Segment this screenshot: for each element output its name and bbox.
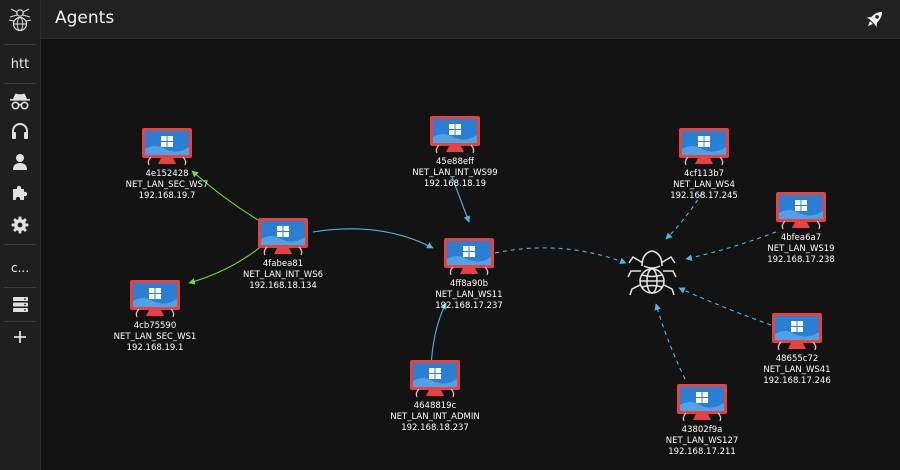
sidebar-item-collapsed[interactable]: c... bbox=[10, 261, 30, 275]
windows-monitor-icon bbox=[776, 192, 826, 230]
edge-ws6-ws1 bbox=[188, 244, 264, 285]
sidebar-item-servers[interactable] bbox=[0, 289, 40, 319]
agent-ip: 192.168.18.134 bbox=[249, 281, 317, 291]
agent-id: 4648819c bbox=[413, 401, 457, 411]
sidebar-divider bbox=[4, 83, 36, 84]
edge-ws41-server bbox=[678, 287, 772, 326]
edge-ws19-server bbox=[685, 231, 777, 261]
edge-ws127-server bbox=[654, 303, 686, 380]
agent-node[interactable]: 45e88eff NET_LAN_INT_WS99 192.168.18.19 bbox=[385, 115, 525, 190]
agent-hostname: NET_LAN_SEC_WS1 bbox=[113, 332, 197, 342]
agent-ip: 192.168.17.211 bbox=[668, 447, 736, 457]
agent-node[interactable]: 43802f9a NET_LAN_WS127 192.168.17.211 bbox=[632, 383, 772, 458]
agent-ip: 192.168.18.237 bbox=[401, 423, 469, 433]
sidebar-item-users[interactable] bbox=[0, 146, 40, 176]
agent-id: 4cb75590 bbox=[133, 321, 177, 331]
agent-id: 43802f9a bbox=[681, 425, 723, 435]
agent-id: 4cf113b7 bbox=[683, 169, 725, 179]
sidebar-item-settings[interactable] bbox=[0, 210, 40, 240]
sidebar-item-htt[interactable]: htt bbox=[10, 56, 30, 72]
agent-node[interactable]: 48655c72 NET_LAN_WS41 192.168.17.246 bbox=[727, 312, 867, 387]
gear-icon bbox=[11, 216, 29, 234]
agent-id: 4fabea81 bbox=[262, 259, 304, 269]
sidebar-add-button[interactable] bbox=[0, 322, 40, 352]
windows-monitor-icon bbox=[142, 128, 192, 166]
windows-monitor-icon bbox=[677, 384, 727, 422]
agent-node[interactable]: 4cf113b7 NET_LAN_WS4 192.168.17.245 bbox=[634, 127, 774, 202]
agent-ip: 192.168.17.246 bbox=[763, 376, 831, 386]
agent-ip: 192.168.17.237 bbox=[435, 301, 503, 311]
sidebar-divider bbox=[4, 244, 36, 245]
plus-icon bbox=[14, 331, 26, 343]
rocket-icon bbox=[866, 11, 883, 28]
agent-hostname: NET_LAN_INT_ADMIN bbox=[390, 412, 480, 422]
spider-globe-icon bbox=[627, 250, 677, 296]
agent-id: 4ff8a90b bbox=[449, 279, 489, 289]
windows-monitor-icon bbox=[679, 128, 729, 166]
edge-ws99-ws11 bbox=[451, 176, 470, 223]
server-stack-icon bbox=[12, 296, 28, 312]
agent-id: 4bfea6a7 bbox=[780, 233, 822, 243]
puzzle-icon bbox=[13, 185, 28, 200]
agent-id: 4e152428 bbox=[145, 169, 189, 179]
sidebar-divider bbox=[4, 321, 36, 322]
sidebar: htt bbox=[0, 0, 41, 470]
windows-monitor-icon bbox=[410, 360, 460, 398]
agent-hostname: NET_LAN_WS4 bbox=[673, 180, 735, 190]
agent-node[interactable]: 4e152428 NET_LAN_SEC_WS7 192.168.19.7 bbox=[97, 127, 237, 202]
agent-hostname: NET_LAN_WS19 bbox=[767, 244, 835, 254]
edge-ws6-ws7 bbox=[191, 170, 264, 224]
agent-ip: 192.168.17.238 bbox=[767, 255, 835, 265]
spider-globe-logo bbox=[8, 8, 32, 32]
agent-ip: 192.168.17.245 bbox=[670, 191, 738, 201]
agent-hostname: NET_LAN_SEC_WS7 bbox=[125, 180, 209, 190]
brand-logo[interactable] bbox=[0, 6, 40, 36]
teamserver-node[interactable] bbox=[627, 245, 677, 305]
sidebar-item-agents[interactable] bbox=[0, 86, 40, 116]
agent-node[interactable]: 4cb75590 NET_LAN_SEC_WS1 192.168.19.1 bbox=[85, 279, 225, 354]
agent-graph[interactable]: 4e152428 NET_LAN_SEC_WS7 192.168.19.7 4c… bbox=[41, 39, 900, 470]
user-icon bbox=[13, 153, 27, 170]
agent-hostname: NET_LAN_WS41 bbox=[763, 365, 831, 375]
rocket-button[interactable] bbox=[864, 8, 886, 30]
edge-ws11-server bbox=[494, 247, 627, 265]
agent-hostname: NET_LAN_INT_WS99 bbox=[412, 168, 498, 178]
windows-monitor-icon bbox=[430, 116, 480, 154]
agent-id: 48655c72 bbox=[775, 354, 819, 364]
windows-monitor-icon bbox=[444, 238, 494, 276]
spy-icon bbox=[10, 93, 30, 110]
agent-ip: 192.168.19.7 bbox=[138, 191, 196, 201]
agent-ip: 192.168.19.1 bbox=[126, 343, 184, 353]
agent-hostname: NET_LAN_WS127 bbox=[665, 436, 739, 446]
agent-node[interactable]: 4648819c NET_LAN_INT_ADMIN 192.168.18.23… bbox=[365, 359, 505, 434]
page-title: Agents bbox=[55, 8, 115, 28]
headphones-icon bbox=[12, 123, 28, 139]
agent-hostname: NET_LAN_WS11 bbox=[435, 290, 503, 300]
sidebar-item-listeners[interactable] bbox=[0, 116, 40, 146]
agent-node[interactable]: 4fabea81 NET_LAN_INT_WS6 192.168.18.134 bbox=[213, 217, 353, 292]
agent-hostname: NET_LAN_INT_WS6 bbox=[242, 270, 324, 280]
windows-monitor-icon bbox=[258, 218, 308, 256]
sidebar-item-extensions[interactable] bbox=[0, 178, 40, 208]
agent-node[interactable]: 4ff8a90b NET_LAN_WS11 192.168.17.237 bbox=[399, 237, 539, 312]
top-bar: Agents bbox=[41, 0, 900, 39]
sidebar-divider bbox=[4, 44, 36, 45]
edge-ws6-ws11 bbox=[312, 228, 434, 249]
agent-ip: 192.168.18.19 bbox=[423, 179, 487, 189]
agent-id: 45e88eff bbox=[436, 157, 474, 167]
windows-monitor-icon bbox=[772, 313, 822, 351]
sidebar-divider bbox=[4, 287, 36, 288]
windows-monitor-icon bbox=[130, 280, 180, 318]
agent-node[interactable]: 4bfea6a7 NET_LAN_WS19 192.168.17.238 bbox=[731, 191, 871, 266]
edge-admin-ws11 bbox=[430, 302, 447, 368]
